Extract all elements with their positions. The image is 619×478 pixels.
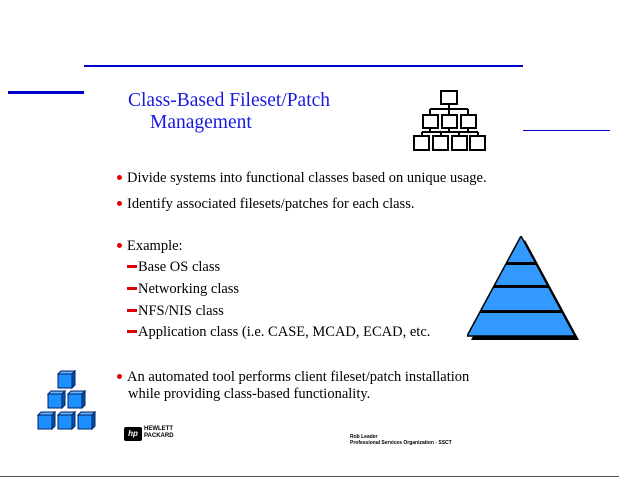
bullet-dot	[117, 175, 122, 181]
dash-marker	[127, 330, 137, 334]
dash-marker	[127, 309, 137, 313]
top-rule	[84, 65, 523, 67]
layered-pyramid-icon	[467, 236, 579, 340]
example-item: Networking class	[127, 280, 239, 298]
right-accent-rule	[523, 130, 610, 131]
bottom-rule	[0, 476, 619, 477]
author-org: Professional Services Organization - SSC…	[350, 440, 452, 446]
example-label: Example:	[117, 237, 183, 255]
stacked-blocks-icon	[36, 370, 97, 431]
example-item: Base OS class	[127, 258, 220, 276]
bullet-item: Identify associated filesets/patches for…	[117, 195, 414, 213]
hp-company-name: HEWLETT PACKARD	[144, 426, 174, 439]
author-credit: Rob Leader Professional Services Organiz…	[350, 434, 452, 446]
bullet-item: Divide systems into functional classes b…	[117, 169, 487, 187]
example-item: NFS/NIS class	[127, 302, 224, 320]
bullet-dot	[117, 243, 122, 249]
network-hierarchy-icon	[413, 90, 486, 151]
bullet-continuation: while providing class-based functionalit…	[128, 386, 371, 402]
title-line-1: Class-Based Fileset/Patch	[128, 90, 331, 111]
dash-marker	[127, 265, 137, 269]
example-item: Application class (i.e. CASE, MCAD, ECAD…	[127, 323, 430, 341]
author-name: Rob Leader	[350, 434, 378, 440]
slide-title: Class-Based Fileset/Patch Management	[128, 90, 330, 134]
left-accent-rule	[8, 91, 84, 94]
hp-logo-mark: hp	[124, 427, 142, 441]
dash-marker	[127, 287, 137, 291]
title-line-2: Management	[150, 112, 252, 133]
bullet-dot	[117, 374, 122, 380]
bullet-dot	[117, 201, 122, 207]
bullet-item: An automated tool performs client filese…	[117, 368, 469, 386]
